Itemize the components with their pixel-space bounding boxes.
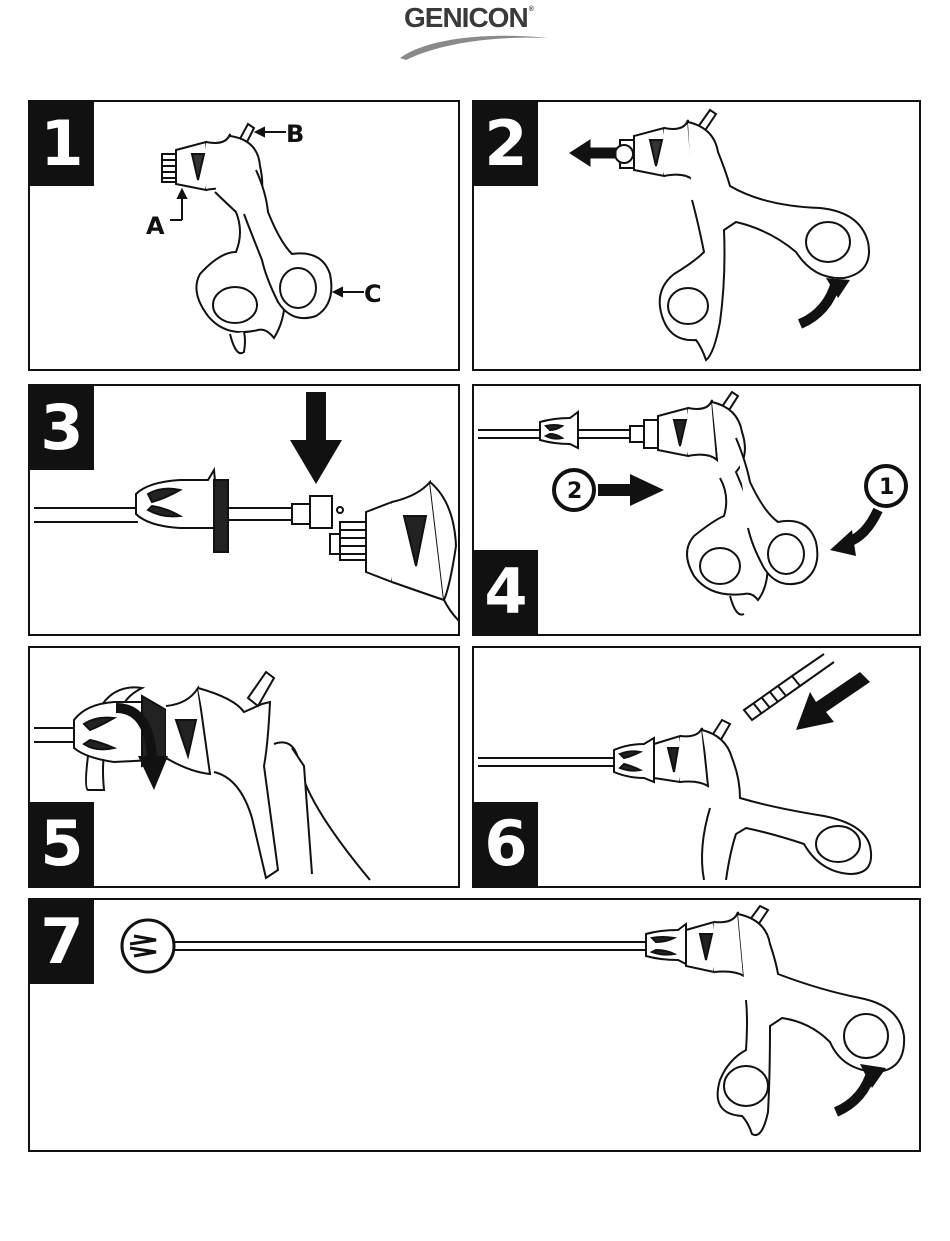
- step-7-illustration: [30, 900, 921, 1152]
- genicon-logo: GENICON®: [398, 0, 558, 62]
- label-b: B: [286, 120, 304, 148]
- step-6-illustration: [474, 648, 921, 888]
- callout-1-number: 1: [879, 475, 894, 500]
- callout-2-number: 2: [567, 479, 582, 504]
- step-3-panel: 3: [28, 384, 460, 636]
- step-3-illustration: [30, 386, 460, 636]
- step-4-illustration: 2 1: [474, 386, 921, 636]
- registered-mark: ®: [529, 6, 533, 13]
- label-a: A: [146, 212, 165, 240]
- step-4-panel: 4 2 1: [472, 384, 921, 636]
- step-2-illustration: [474, 102, 921, 371]
- logo-swoosh-icon: [398, 28, 558, 62]
- step-6-panel: 6: [472, 646, 921, 888]
- jaw-tip-magnifier: [122, 920, 174, 972]
- step-1-illustration: B A C: [30, 102, 460, 371]
- step-1-panel: 1 B: [28, 100, 460, 371]
- step-2-panel: 2: [472, 100, 921, 371]
- step-5-illustration: [30, 648, 460, 888]
- step-5-panel: 5: [28, 646, 460, 888]
- label-c: C: [364, 280, 382, 308]
- step-7-panel: 7: [28, 898, 921, 1152]
